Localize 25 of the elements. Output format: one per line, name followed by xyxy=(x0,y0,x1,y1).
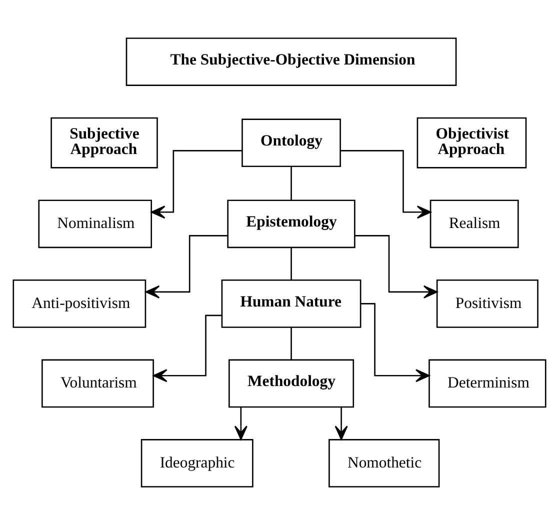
arrow xyxy=(334,407,348,440)
node-box: The Subjective-Objective Dimension xyxy=(126,38,457,86)
node-box: Methodology xyxy=(228,359,354,408)
node-box: Ideographic xyxy=(140,439,254,488)
node-box: Ontology xyxy=(242,118,341,168)
connector xyxy=(290,166,292,200)
node-box: Anti-positivism xyxy=(12,280,146,328)
node-box: Human Nature xyxy=(221,280,362,328)
arrow xyxy=(145,235,228,298)
node-box: Objectivist Approach xyxy=(416,117,527,168)
node-box: Voluntarism xyxy=(42,359,154,408)
arrow xyxy=(150,150,242,219)
node-box: Nomothetic xyxy=(328,439,440,488)
node-box: Epistemology xyxy=(227,200,356,248)
arrow xyxy=(340,150,432,219)
arrow xyxy=(153,314,222,382)
arrow xyxy=(354,235,438,298)
node-box: Nominalism xyxy=(38,200,152,248)
node-box: Determinism xyxy=(428,359,546,408)
arrow xyxy=(234,407,248,440)
connector xyxy=(290,248,292,280)
node-box: Realism xyxy=(430,200,519,248)
node-box: Subjective Approach xyxy=(50,117,158,168)
node-box: Positivism xyxy=(436,280,538,328)
connector xyxy=(290,328,292,360)
